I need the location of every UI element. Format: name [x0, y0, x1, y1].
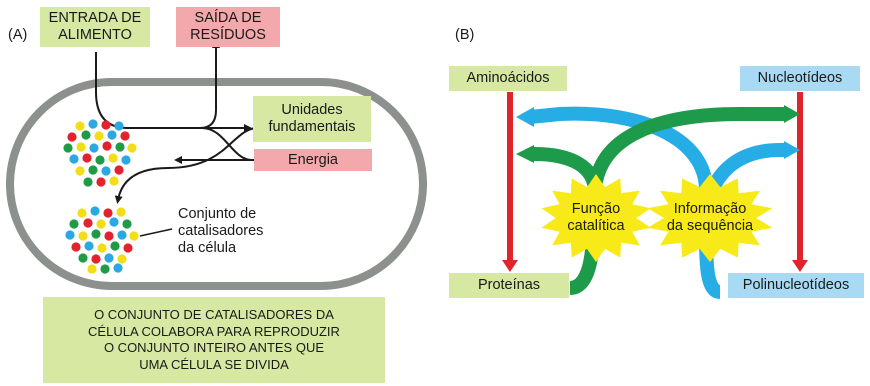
- catalytic-function-burst: [541, 174, 651, 262]
- catalyst-dot: [122, 219, 132, 229]
- catalyst-dot: [63, 143, 73, 153]
- catalyst-dot: [94, 131, 104, 141]
- synthesis-arrows: [502, 92, 808, 272]
- catalyst-dot: [78, 253, 88, 263]
- catalyst-dot: [104, 253, 114, 263]
- nucleotides-label: Nucleotídeos: [740, 66, 860, 91]
- green-arrowhead-right: [784, 105, 800, 123]
- catalyst-dot: [97, 243, 107, 253]
- nucleotide-to-polynucleotide-head: [792, 260, 808, 272]
- green-arrowhead-left: [516, 145, 534, 163]
- proteins-label: Proteínas: [449, 273, 569, 298]
- catalyst-dot: [113, 263, 123, 273]
- catalyst-dot: [100, 264, 110, 274]
- catalyst-dot: [77, 208, 87, 218]
- catalyst-dot: [75, 121, 85, 131]
- catalyst-dot: [96, 177, 106, 187]
- catalyst-dot: [91, 254, 101, 264]
- energy-label: Energia: [254, 149, 372, 171]
- catalyst-dot: [88, 165, 98, 175]
- catalyst-dot: [89, 143, 99, 153]
- catalyst-dot: [114, 121, 124, 131]
- catalyst-dot: [108, 153, 118, 163]
- catalyst-label-leader: [139, 228, 173, 237]
- catalyst-dot: [65, 230, 75, 240]
- catalyst-dot: [117, 254, 127, 264]
- amino-acids-label: Aminoácidos: [449, 66, 567, 91]
- food-input-label: ENTRADA DE ALIMENTO: [40, 7, 150, 47]
- catalyst-dot: [96, 219, 106, 229]
- blue-arrowhead-right: [784, 141, 800, 159]
- catalyst-dot: [120, 131, 130, 141]
- catalyst-dot: [71, 242, 81, 252]
- catalyst-set-label: Conjunto de catalisadores da célula: [178, 206, 264, 256]
- panel-a-letter: (A): [8, 27, 28, 43]
- blue-arrowhead-left: [516, 107, 534, 127]
- catalyst-dot: [117, 230, 127, 240]
- catalyst-dot: [103, 208, 113, 218]
- catalyst-dot: [107, 130, 117, 140]
- catalyst-cluster-lower: [65, 206, 139, 274]
- catalyst-dot: [114, 165, 124, 175]
- sequence-information-burst: [647, 174, 773, 262]
- catalyst-dot: [90, 206, 100, 216]
- catalyst-dot: [91, 229, 101, 239]
- catalyst-dot: [95, 155, 105, 165]
- polynucleotides-label: Polinucleotídeos: [728, 273, 864, 298]
- waste-output-label: SAÍDA DE RESÍDUOS: [176, 7, 280, 47]
- waste-output-arrow: [175, 40, 220, 129]
- building-blocks-label: Unidades fundamentais: [253, 96, 371, 142]
- catalyst-synthesis-arrow: [114, 127, 259, 204]
- catalyst-dot: [127, 143, 137, 153]
- sequence-information-label: Informação da sequência: [666, 201, 754, 234]
- catalyst-dot: [109, 217, 119, 227]
- food-input-arrow: [95, 52, 252, 132]
- panel-b-letter: (B): [455, 27, 475, 43]
- catalyst-dot: [102, 141, 112, 151]
- catalyst-dot: [83, 218, 93, 228]
- catalyst-dot: [115, 142, 125, 152]
- catalyst-dot: [67, 132, 77, 142]
- catalyst-dot: [69, 154, 79, 164]
- catalyst-dot: [129, 231, 139, 241]
- catalyst-dot: [123, 243, 133, 253]
- metabolism-arrows: [95, 40, 259, 204]
- catalyst-dot: [116, 207, 126, 217]
- catalyst-dot: [75, 166, 85, 176]
- catalyst-dot: [104, 231, 114, 241]
- catalyst-reproduction-note: O CONJUNTO DE CATALISADORES DA CÉLULA CO…: [43, 297, 385, 383]
- catalyst-dot: [101, 120, 111, 130]
- catalyst-dot: [88, 119, 98, 129]
- catalyst-dot: [121, 155, 131, 165]
- catalyst-dot: [87, 264, 97, 274]
- catalyst-dot: [110, 241, 120, 251]
- catalyst-dot: [84, 241, 94, 251]
- catalyst-dot: [81, 130, 91, 140]
- catalyst-dot: [82, 153, 92, 163]
- catalyst-dot: [83, 177, 93, 187]
- catalyst-dot: [78, 231, 88, 241]
- catalyst-dot: [69, 219, 79, 229]
- amino-acid-to-protein-head: [502, 260, 518, 272]
- catalyst-dot: [76, 142, 86, 152]
- catalytic-function-label: Função catalítica: [567, 201, 625, 234]
- catalyst-dot: [109, 176, 119, 186]
- catalyst-cluster-upper: [63, 119, 137, 187]
- catalyst-dot: [101, 166, 111, 176]
